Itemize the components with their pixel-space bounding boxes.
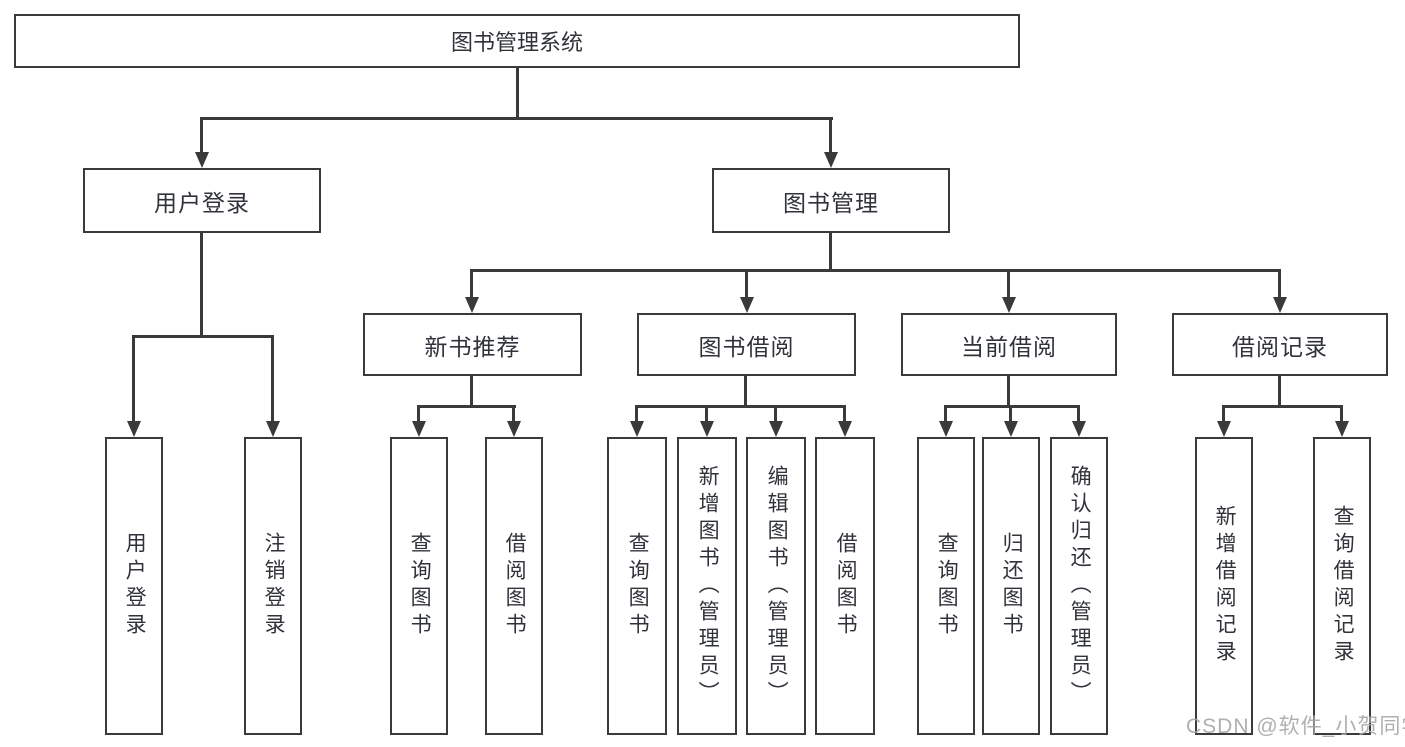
node-label: 确认归还（管理员） bbox=[1068, 464, 1092, 708]
arrow-down-icon bbox=[1004, 421, 1018, 437]
arrow-down-icon bbox=[1072, 421, 1086, 437]
arrow-down-icon bbox=[1273, 297, 1287, 313]
connector-line bbox=[944, 405, 947, 423]
connector-line bbox=[1007, 269, 1010, 299]
leaf-return-books: 归还图书 bbox=[982, 437, 1040, 735]
connector-line bbox=[635, 405, 638, 423]
node-book-management: 图书管理 bbox=[712, 168, 950, 233]
connector-line bbox=[1340, 405, 1343, 423]
leaf-query-books: 查询图书 bbox=[607, 437, 667, 735]
connector-line bbox=[1222, 405, 1343, 408]
connector-line bbox=[200, 233, 203, 337]
node-label: 注销登录 bbox=[262, 532, 286, 640]
connector-line bbox=[1278, 269, 1281, 299]
node-label: 用户登录 bbox=[154, 189, 250, 216]
connector-line bbox=[132, 335, 135, 423]
arrow-down-icon bbox=[266, 421, 280, 437]
arrow-down-icon bbox=[465, 297, 479, 313]
leaf-borrow-books: 借阅图书 bbox=[815, 437, 875, 735]
node-label: 新增借阅记录 bbox=[1213, 505, 1237, 667]
connector-line bbox=[774, 405, 777, 423]
node-borrowing-records: 借阅记录 bbox=[1172, 313, 1388, 376]
connector-line bbox=[744, 376, 747, 407]
node-label: 新增图书（管理员） bbox=[696, 464, 720, 708]
connector-line bbox=[470, 376, 473, 407]
connector-line bbox=[470, 269, 1281, 272]
arrow-down-icon bbox=[700, 421, 714, 437]
connector-line bbox=[417, 405, 516, 408]
leaf-borrow-books: 借阅图书 bbox=[485, 437, 543, 735]
leaf-logout: 注销登录 bbox=[244, 437, 302, 735]
arrow-down-icon bbox=[838, 421, 852, 437]
connector-line bbox=[132, 335, 274, 338]
connector-line bbox=[516, 68, 519, 119]
connector-line bbox=[1222, 405, 1225, 423]
node-label: 查询图书 bbox=[935, 532, 959, 640]
leaf-query-books: 查询图书 bbox=[917, 437, 975, 735]
arrow-down-icon bbox=[769, 421, 783, 437]
node-user-login: 用户登录 bbox=[83, 168, 321, 233]
connector-line bbox=[470, 269, 473, 299]
node-label: 查询图书 bbox=[408, 532, 432, 640]
node-label: 借阅图书 bbox=[834, 532, 858, 640]
node-label: 借阅记录 bbox=[1232, 333, 1328, 360]
node-new-book-recommendation: 新书推荐 bbox=[363, 313, 582, 376]
node-current-borrowing: 当前借阅 bbox=[901, 313, 1117, 376]
node-label: 当前借阅 bbox=[961, 333, 1057, 360]
connector-line bbox=[417, 405, 420, 423]
connector-line bbox=[843, 405, 846, 423]
connector-line bbox=[635, 405, 846, 408]
connector-line bbox=[1077, 405, 1080, 423]
arrow-down-icon bbox=[630, 421, 644, 437]
connector-line bbox=[829, 233, 832, 272]
connector-line bbox=[705, 405, 708, 423]
arrow-down-icon bbox=[1217, 421, 1231, 437]
csdn-watermark: CSDN @软件_小贺同学 bbox=[1186, 715, 1405, 738]
leaf-user-login: 用户登录 bbox=[105, 437, 163, 735]
node-label: 图书借阅 bbox=[698, 333, 795, 360]
node-library-management-system: 图书管理系统 bbox=[14, 14, 1020, 68]
arrow-down-icon bbox=[939, 421, 953, 437]
connector-line bbox=[745, 269, 748, 299]
connector-line bbox=[944, 405, 1080, 408]
arrow-down-icon bbox=[740, 297, 754, 313]
node-label: 图书管理系统 bbox=[450, 30, 583, 55]
node-label: 借阅图书 bbox=[503, 532, 527, 640]
connector-line bbox=[200, 117, 203, 155]
node-label: 图书管理 bbox=[783, 189, 879, 216]
node-label: 查询图书 bbox=[626, 532, 650, 640]
arrow-down-icon bbox=[195, 152, 209, 168]
node-label: 编辑图书（管理员） bbox=[765, 464, 789, 708]
leaf-add-books-admin: 新增图书（管理员） bbox=[677, 437, 737, 735]
leaf-query-books: 查询图书 bbox=[390, 437, 448, 735]
node-label: 查询借阅记录 bbox=[1331, 505, 1355, 667]
connector-line bbox=[1007, 376, 1010, 407]
node-label: 新书推荐 bbox=[424, 333, 521, 360]
node-label: 用户登录 bbox=[123, 532, 147, 640]
arrow-down-icon bbox=[824, 152, 838, 168]
leaf-edit-books-admin: 编辑图书（管理员） bbox=[746, 437, 806, 735]
node-book-borrowing: 图书借阅 bbox=[637, 313, 856, 376]
leaf-add-borrow-record: 新增借阅记录 bbox=[1195, 437, 1253, 735]
leaf-query-borrow-record: 查询借阅记录 bbox=[1313, 437, 1371, 735]
arrow-down-icon bbox=[507, 421, 521, 437]
connector-line bbox=[271, 335, 274, 423]
connector-line bbox=[1009, 405, 1012, 423]
node-label: 归还图书 bbox=[1000, 532, 1024, 640]
arrow-down-icon bbox=[127, 421, 141, 437]
leaf-confirm-return-admin: 确认归还（管理员） bbox=[1050, 437, 1108, 735]
connector-line bbox=[1278, 376, 1281, 407]
connector-line bbox=[512, 405, 515, 423]
arrow-down-icon bbox=[412, 421, 426, 437]
connector-line bbox=[829, 117, 832, 155]
connector-line bbox=[200, 117, 833, 120]
arrow-down-icon bbox=[1002, 297, 1016, 313]
arrow-down-icon bbox=[1335, 421, 1349, 437]
